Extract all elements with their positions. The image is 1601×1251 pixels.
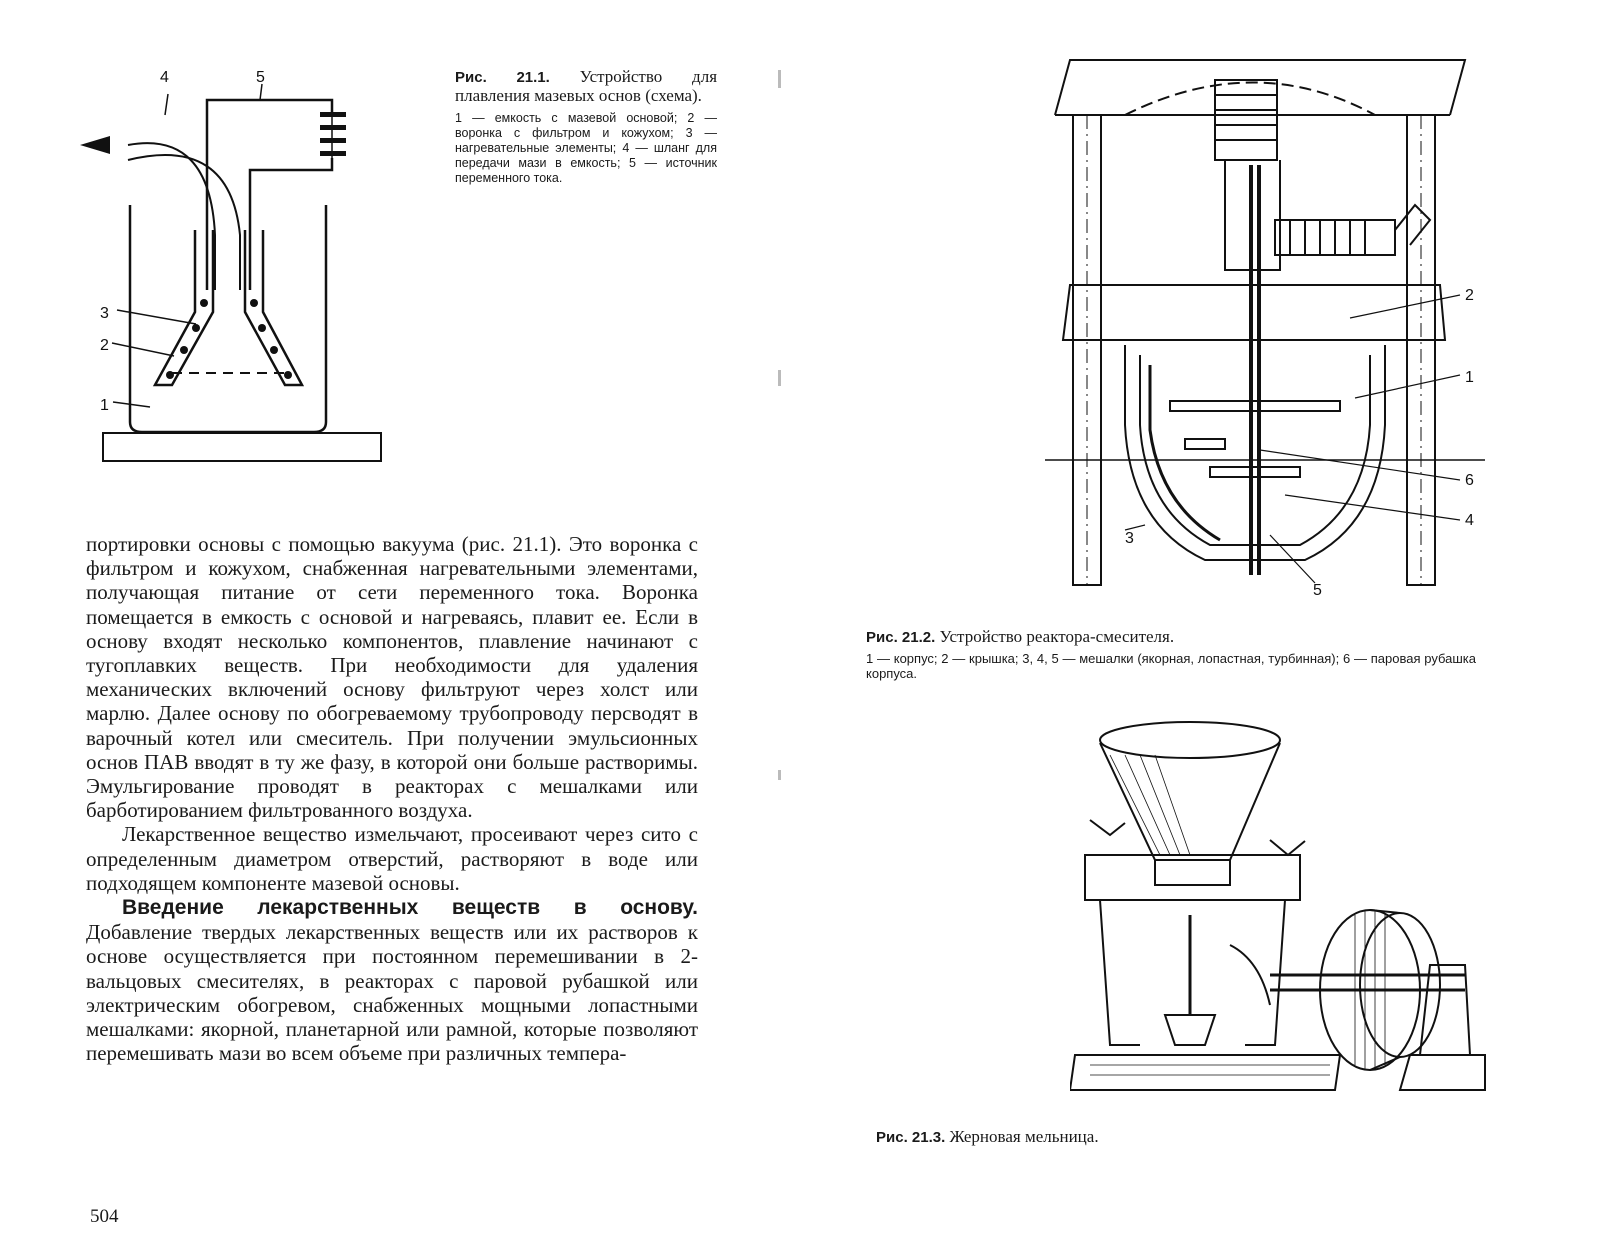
figure-21-1: 4 5 3 2 1: [70, 60, 400, 470]
fig2-label-4: 4: [1465, 512, 1474, 529]
figure-21-1-drawing: 4 5 3 2 1: [80, 69, 382, 462]
figure-21-1-caption-title: Рис. 21.1. Устройство для плавления мазе…: [455, 68, 717, 105]
figure-21-1-caption-text: Устройство для плавления мазевых основ (…: [455, 67, 718, 105]
figure-21-1-caption: Рис. 21.1. Устройство для плавления мазе…: [455, 68, 717, 186]
paragraph-3-text: Добавление твердых лекарственных веществ…: [86, 920, 698, 1066]
gutter-mark: [778, 370, 781, 386]
figure-21-2-caption-text: Устройство реактора-смесителя.: [939, 627, 1175, 646]
body-text: портировки основы с помощью вакуума (рис…: [86, 532, 698, 1065]
figure-21-2-legend: 1 — корпус; 2 — крышка; 3, 4, 5 — мешалк…: [866, 651, 1476, 681]
figure-21-3-caption-text: Жерновая мельница.: [949, 1127, 1099, 1146]
figure-21-3-caption-prefix: Рис. 21.3.: [876, 1129, 946, 1146]
paragraph-3: Введение лекарственных веществ в основу.…: [86, 895, 698, 1065]
gutter-mark: [778, 70, 781, 88]
fig1-label-4: 4: [160, 69, 169, 86]
figure-21-3: [1070, 715, 1490, 1110]
paragraph-2: Лекарственное вещество измельчают, просе…: [86, 822, 698, 895]
fig2-label-1: 1: [1465, 369, 1474, 386]
figure-21-2-caption-prefix: Рис. 21.2.: [866, 629, 936, 646]
figure-21-1-caption-prefix: Рис. 21.1.: [455, 69, 550, 86]
fig2-label-6: 6: [1465, 472, 1474, 489]
figure-21-2-drawing: 2 1 6 4 3 5: [1045, 59, 1485, 599]
figure-21-1-legend: 1 — емкость с мазевой основой; 2 — ворон…: [455, 111, 717, 185]
paragraph-1: портировки основы с помощью вакуума (рис…: [86, 532, 698, 823]
figure-21-3-caption-title: Рис. 21.3. Жерновая мельница.: [876, 1128, 1376, 1147]
fig1-label-2: 2: [100, 337, 109, 354]
fig1-label-3: 3: [100, 305, 109, 322]
figure-21-2-caption-title: Рис. 21.2. Устройство реактора-смесителя…: [866, 628, 1476, 647]
gutter-mark: [778, 770, 781, 780]
figure-21-3-drawing: [1070, 721, 1486, 1091]
page-number: 504: [90, 1206, 119, 1227]
fig1-label-1: 1: [100, 397, 109, 414]
fig2-label-5: 5: [1313, 582, 1322, 599]
section-heading: Введение лекарственных веществ в основу.: [122, 896, 698, 920]
fig2-label-3: 3: [1125, 530, 1134, 547]
figure-21-2-caption: Рис. 21.2. Устройство реактора-смесителя…: [866, 628, 1476, 682]
fig1-label-5: 5: [256, 69, 265, 86]
figure-21-3-caption: Рис. 21.3. Жерновая мельница.: [876, 1128, 1376, 1147]
figure-21-2: 2 1 6 4 3 5: [1045, 55, 1485, 605]
fig2-label-2: 2: [1465, 287, 1474, 304]
